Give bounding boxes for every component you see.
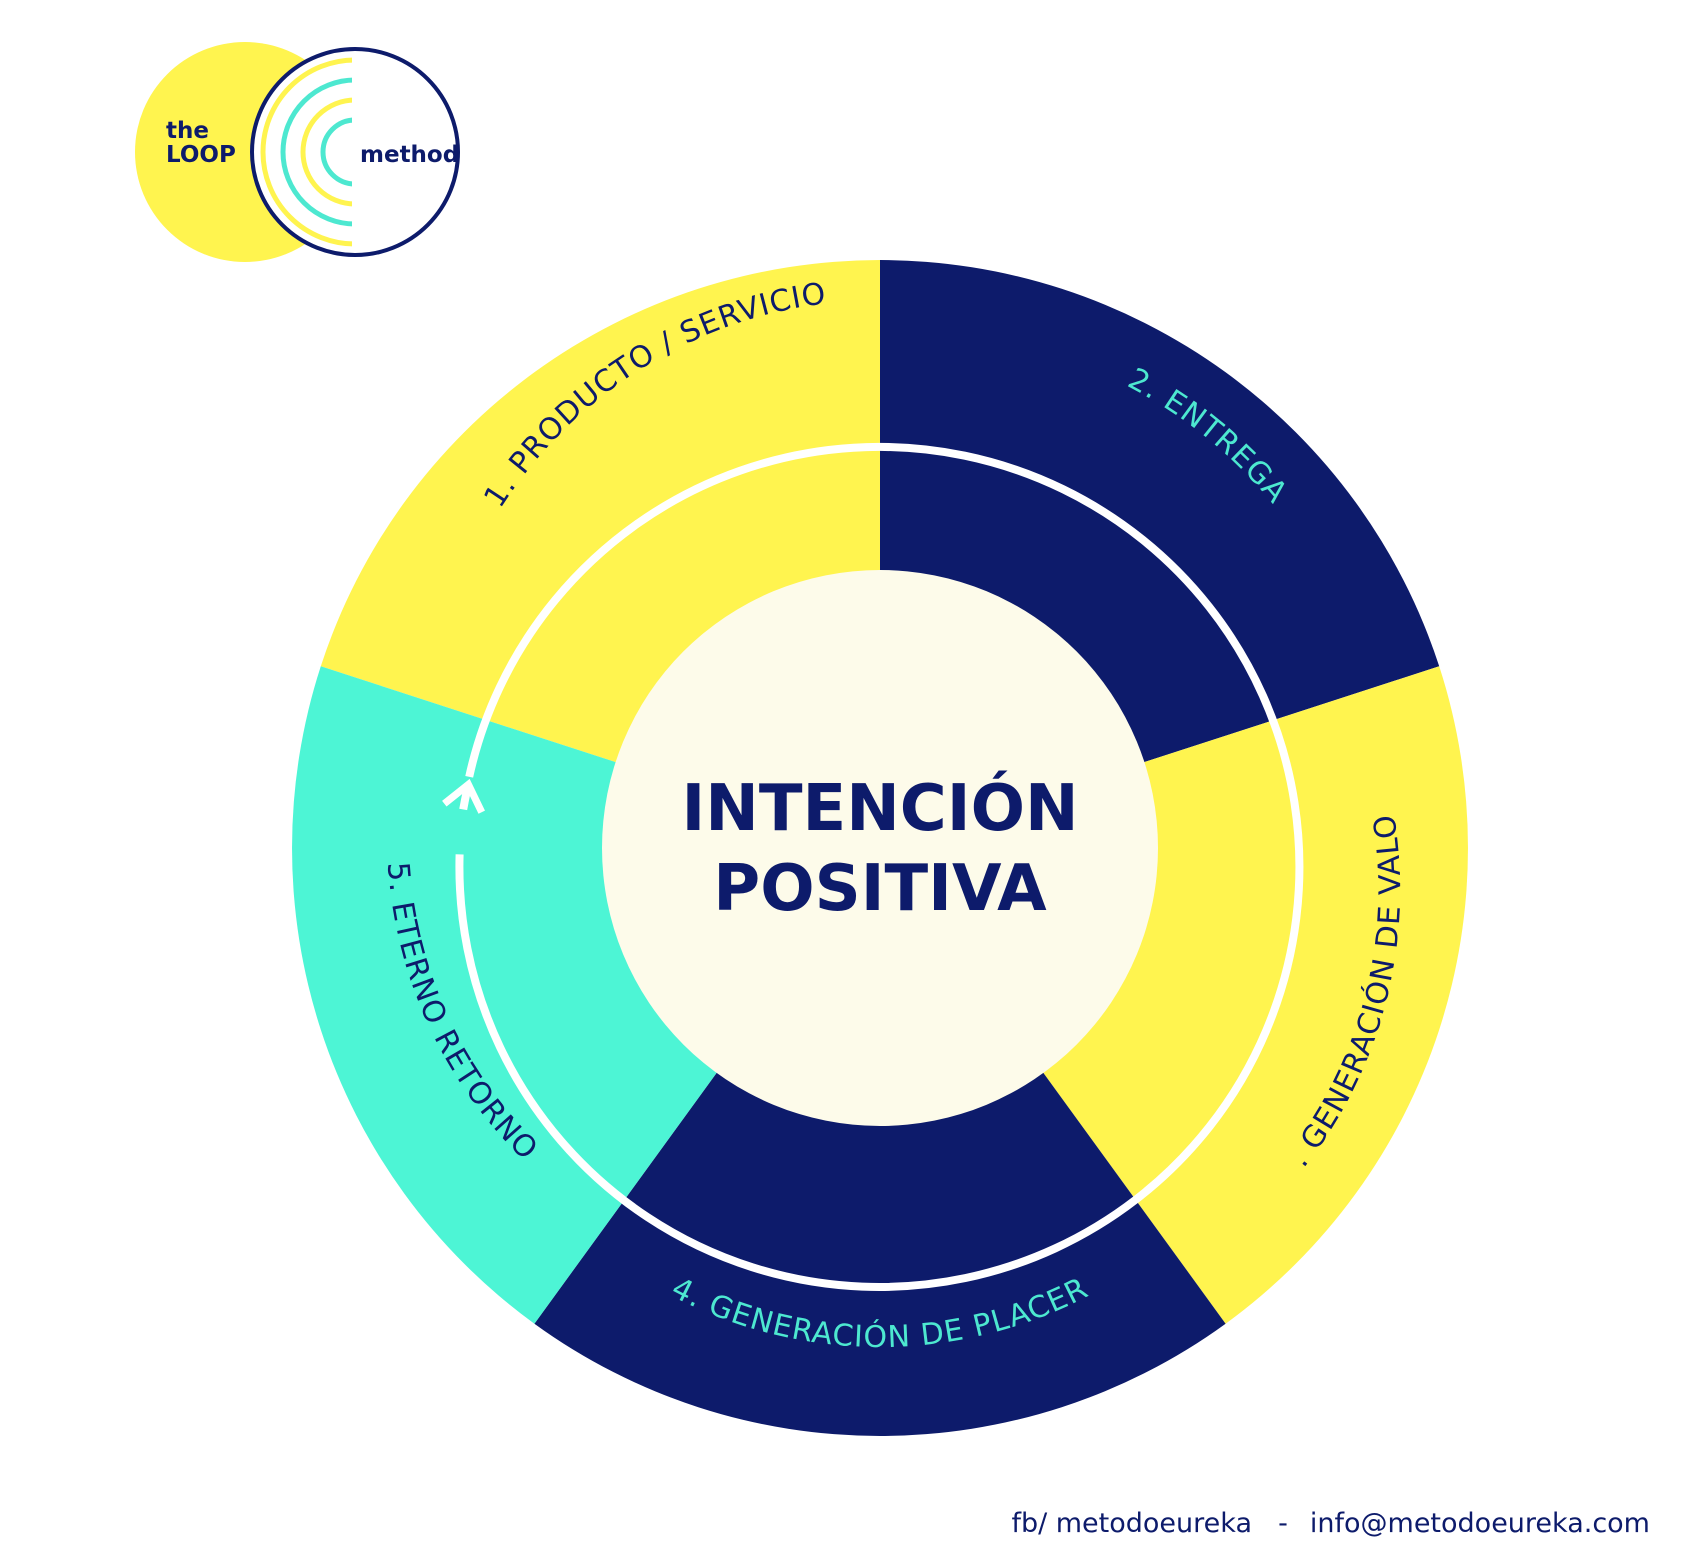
center-circle [602, 570, 1158, 1126]
loop-ring-line [455, 442, 1304, 1291]
segment-4-generacion-de-placer [534, 848, 1226, 1436]
footer-email: info@metodoeureka.com [1310, 1508, 1650, 1539]
footer-separator: - [1278, 1508, 1288, 1539]
footer-facebook: fb/ metodoeureka [1011, 1508, 1252, 1539]
logo-text-the: the [166, 118, 209, 144]
center-title-line1: INTENCIÓN [681, 770, 1078, 846]
logo-text-method: method [360, 142, 459, 168]
logo: the LOOP method [135, 42, 460, 262]
logo-ring-outline [250, 47, 460, 257]
loop-arrow-icon [442, 778, 485, 814]
center-title-line2: POSITIVA [713, 852, 1047, 926]
logo-text-loop: LOOP [166, 142, 236, 168]
footer: fb/ metodoeureka - info@metodoeureka.com [1011, 1508, 1650, 1539]
